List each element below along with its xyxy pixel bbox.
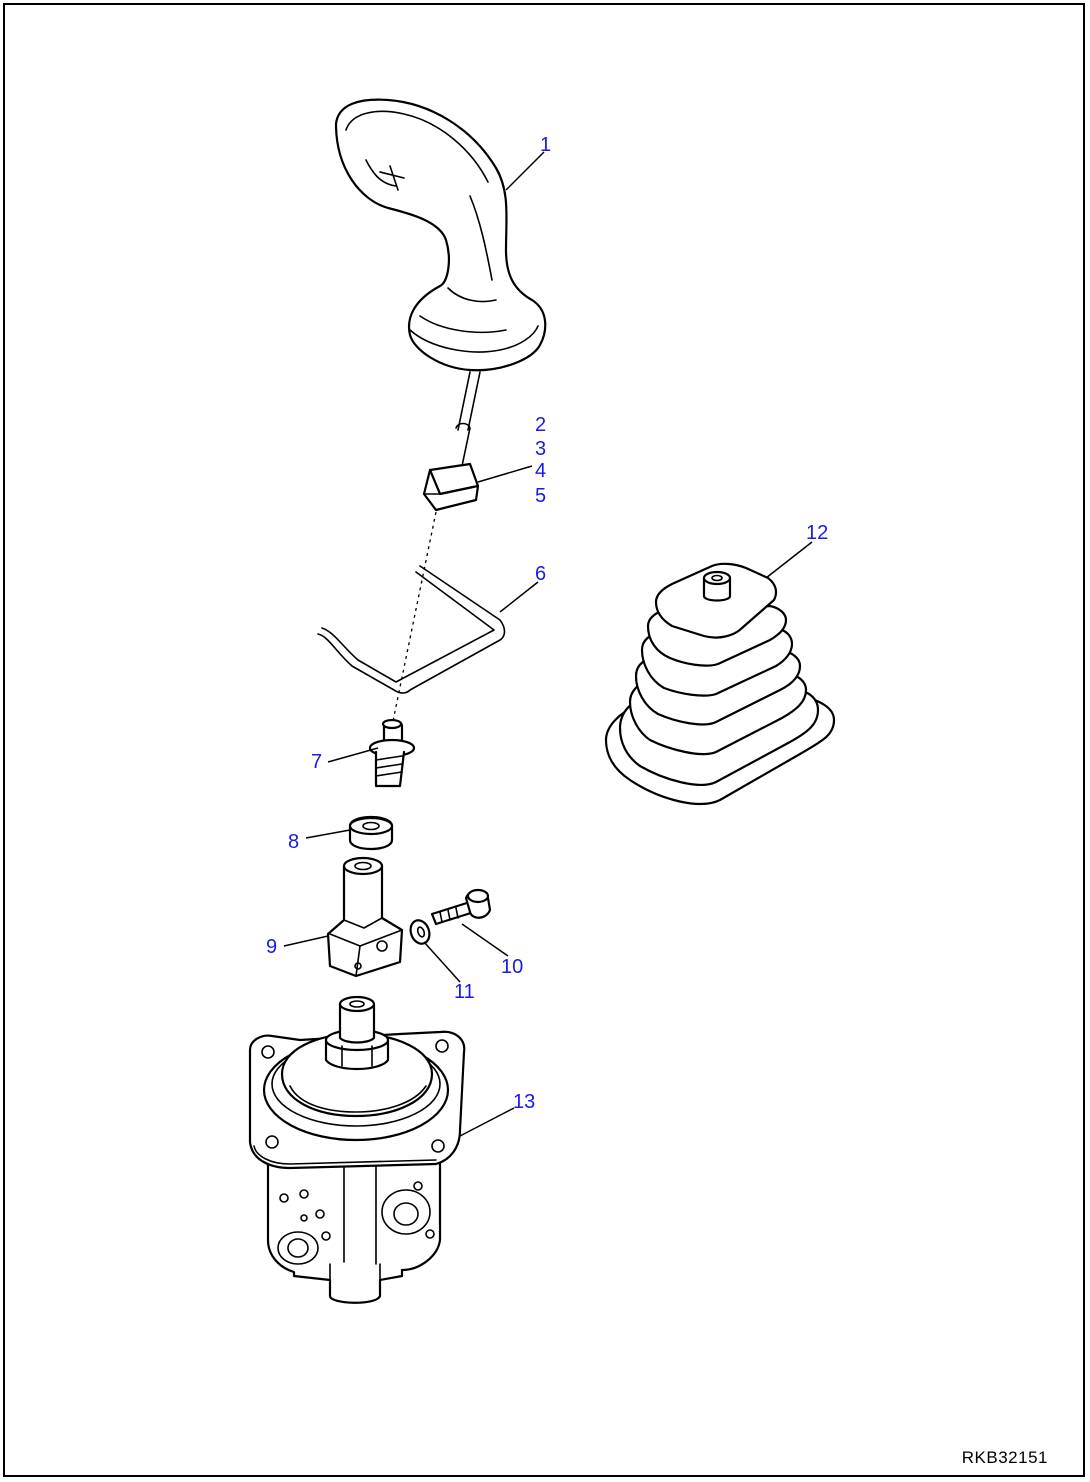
- drawing-code: RKB32151: [961, 1448, 1048, 1467]
- callout-4: 4: [535, 460, 546, 482]
- leader-10: [461, 923, 509, 957]
- leader-1: [505, 151, 545, 191]
- leader-lines: [283, 151, 813, 1137]
- part-10-bolt[interactable]: [430, 888, 492, 926]
- part-1-lever-grip[interactable]: [334, 98, 547, 372]
- callout-7: 7: [311, 751, 322, 773]
- part-13-pilot-valve[interactable]: [248, 995, 466, 1304]
- callout-5: 5: [535, 485, 546, 507]
- part-1-cable: [455, 371, 481, 467]
- leader-7: [327, 747, 379, 763]
- part-12-boot[interactable]: [604, 562, 836, 805]
- drawing-frame: [3, 3, 1085, 1477]
- callout-labels: 1 2 3 4 5 6 7 8 9 10 11 12 13: [266, 134, 828, 1113]
- leader-12: [765, 541, 813, 579]
- part-11-washer[interactable]: [407, 918, 432, 947]
- callout-3: 3: [535, 438, 546, 460]
- callout-13: 13: [513, 1091, 535, 1113]
- leader-9: [283, 935, 329, 947]
- callout-2: 2: [535, 414, 546, 436]
- callout-11: 11: [454, 981, 475, 1003]
- part-6-wire-clip[interactable]: [317, 565, 506, 694]
- callout-9: 9: [266, 936, 277, 958]
- part-7-stud[interactable]: [368, 718, 416, 788]
- part-8-nut[interactable]: [348, 816, 394, 850]
- leader-13: [459, 1107, 515, 1137]
- part-2-5-connector[interactable]: [422, 462, 480, 512]
- callout-1: 1: [540, 134, 551, 156]
- callout-6: 6: [535, 563, 546, 585]
- part-9-joint-block[interactable]: [326, 856, 404, 978]
- leader-6: [499, 581, 539, 613]
- leader-4: [477, 465, 533, 483]
- assembly-centerline: [391, 511, 437, 727]
- callout-8: 8: [288, 831, 299, 853]
- callout-12: 12: [806, 522, 828, 544]
- leader-11: [423, 941, 461, 983]
- leader-8: [305, 829, 351, 839]
- callout-10: 10: [501, 956, 523, 978]
